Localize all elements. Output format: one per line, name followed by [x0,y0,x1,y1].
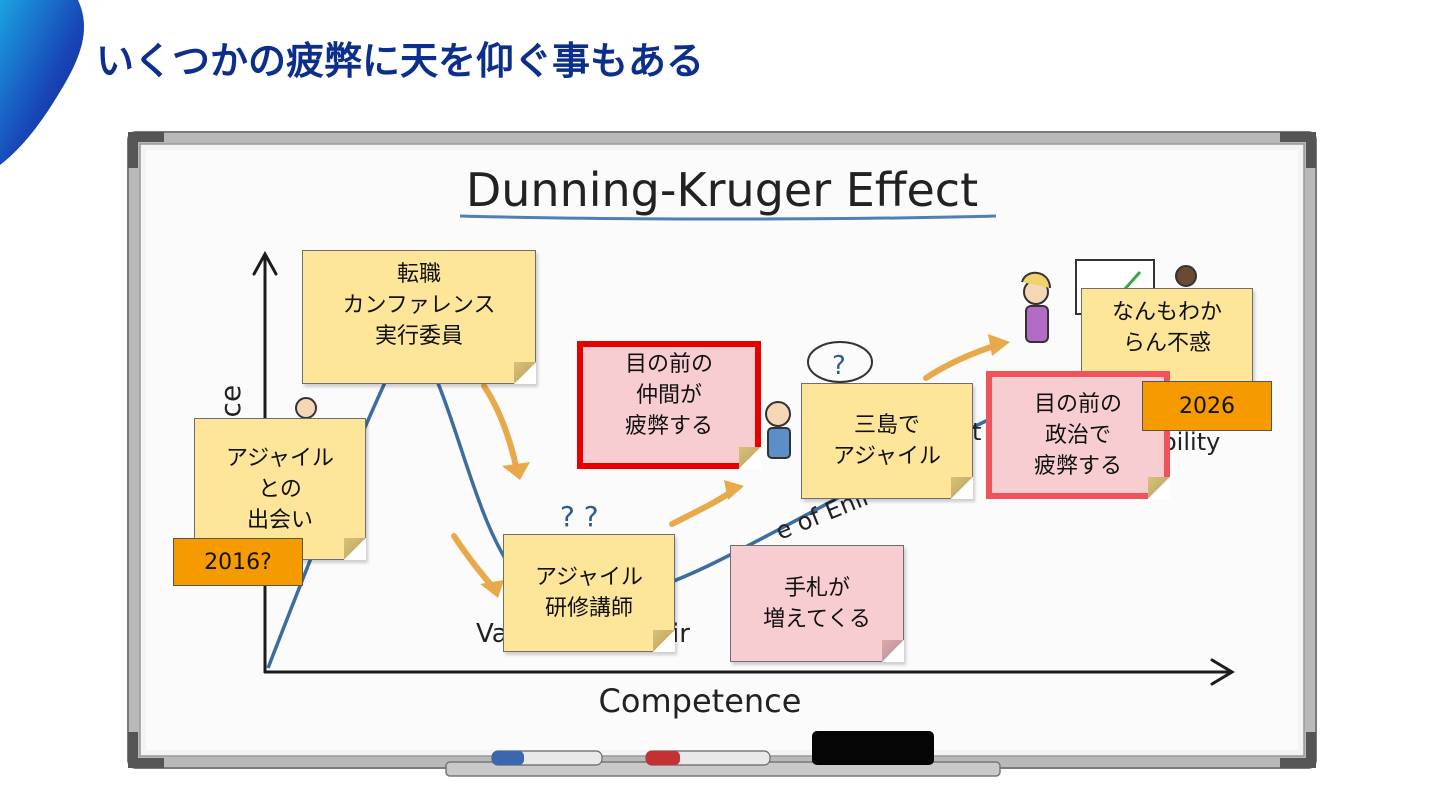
corner-decoration [0,0,85,165]
year-tag-end: 2026 [1142,381,1272,431]
thought-question-mark: ? [832,351,846,381]
note-text: 目の前の 政治で 疲弊する [1033,391,1122,479]
year-tag-start: 2016? [173,538,303,586]
sticky-note-career-change: 転職 カンファレンス 実行委員 [302,250,536,384]
valley-label-right: ir [672,619,690,649]
person-figure [765,401,791,459]
slide-title: いくつかの疲弊に天を仰ぐ事もある [96,39,705,83]
sticky-note-more-cards: 手札が 増えてくる [730,545,904,662]
note-text: アジャイル 研修講師 [534,565,644,621]
marker-tray [445,731,1001,777]
note-text: なんもわか らん不惑 [1111,300,1222,356]
note-curl [882,640,904,662]
thought-bubble [807,341,873,383]
chart-heading: Dunning-Kruger Effect [466,163,978,217]
note-curl [653,630,675,652]
note-curl [514,362,536,384]
sticky-note-agile-encounter: アジャイル との 出会い [194,418,366,560]
sticky-note-politics-exhausted: 目の前の 政治で 疲弊する [986,371,1170,499]
note-curl [1148,477,1170,499]
plateau-label-fragment: oility [1162,428,1220,456]
note-curl [344,538,366,560]
note-curl [951,477,973,499]
note-text: アジャイル との 出会い [225,445,335,533]
arrow-heads [480,334,1010,598]
note-curl [739,447,761,469]
valley-label-left: Va [476,619,508,649]
sticky-note-mishima-agile: 三島で アジャイル [801,383,973,499]
small-face [295,397,317,419]
note-text: 転職 カンファレンス 実行委員 [342,262,496,349]
x-axis-label: Competence [599,682,802,720]
sticky-note-colleagues-exhausted: 目の前の 仲間が 疲弊する [577,341,761,469]
note-text: 三島で アジャイル [832,413,942,469]
slope-label-fragment2: t [972,418,981,446]
sticky-note-agile-trainer: アジャイル 研修講師 [503,534,675,652]
question-marks: ? ? [560,500,599,533]
note-text: 手札が 増えてくる [763,575,871,632]
note-text: 目の前の 仲間が 疲弊する [624,352,713,439]
